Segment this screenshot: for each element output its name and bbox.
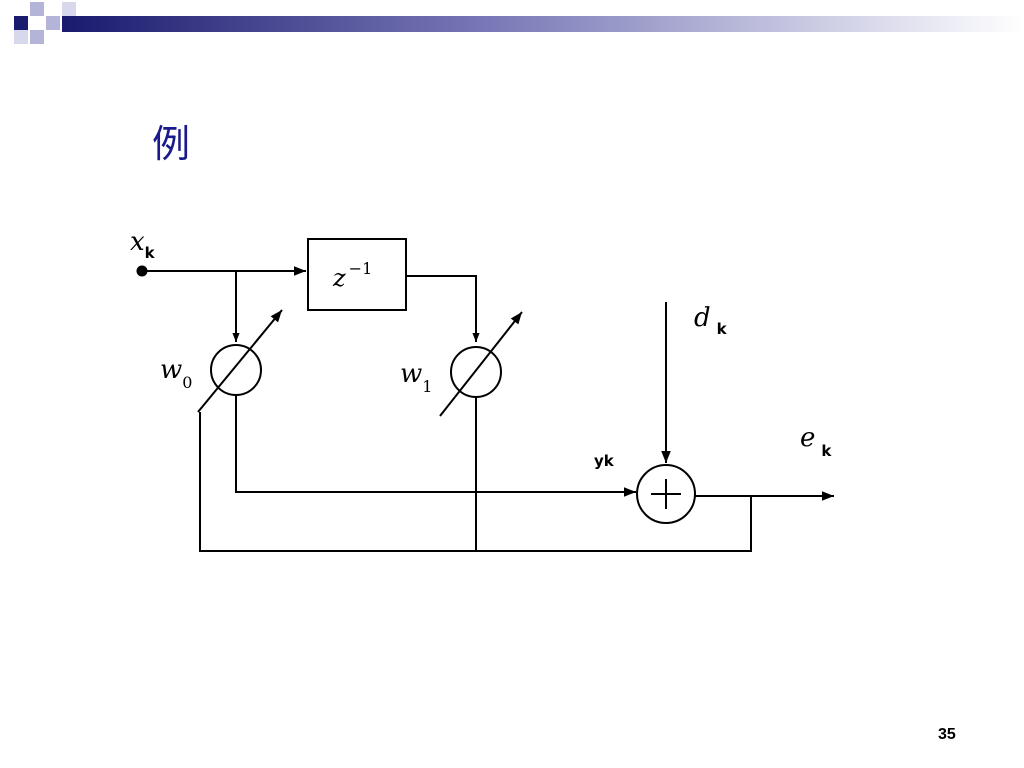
input-node xyxy=(136,265,148,277)
input-label: xk xyxy=(130,227,156,262)
page-number: 35 xyxy=(938,726,956,743)
delay-box xyxy=(307,238,407,311)
header-decoration-graphic xyxy=(14,2,1024,44)
header-decoration xyxy=(0,2,1024,44)
weight1-adjust-arrow xyxy=(439,311,523,417)
output-label: yk xyxy=(594,452,615,470)
weight0-label: w0 xyxy=(160,355,192,392)
feedback-loop xyxy=(199,412,752,552)
delay-label: z−1 xyxy=(332,259,372,292)
weight0-adjust-arrow xyxy=(197,309,283,413)
w0-to-summer xyxy=(235,395,636,497)
slide-title: 例 xyxy=(152,122,191,166)
summer-circle xyxy=(636,464,696,524)
weight1-label: w1 xyxy=(400,359,432,396)
weight1-circle xyxy=(450,346,502,398)
delay-to-w1 xyxy=(406,275,480,342)
